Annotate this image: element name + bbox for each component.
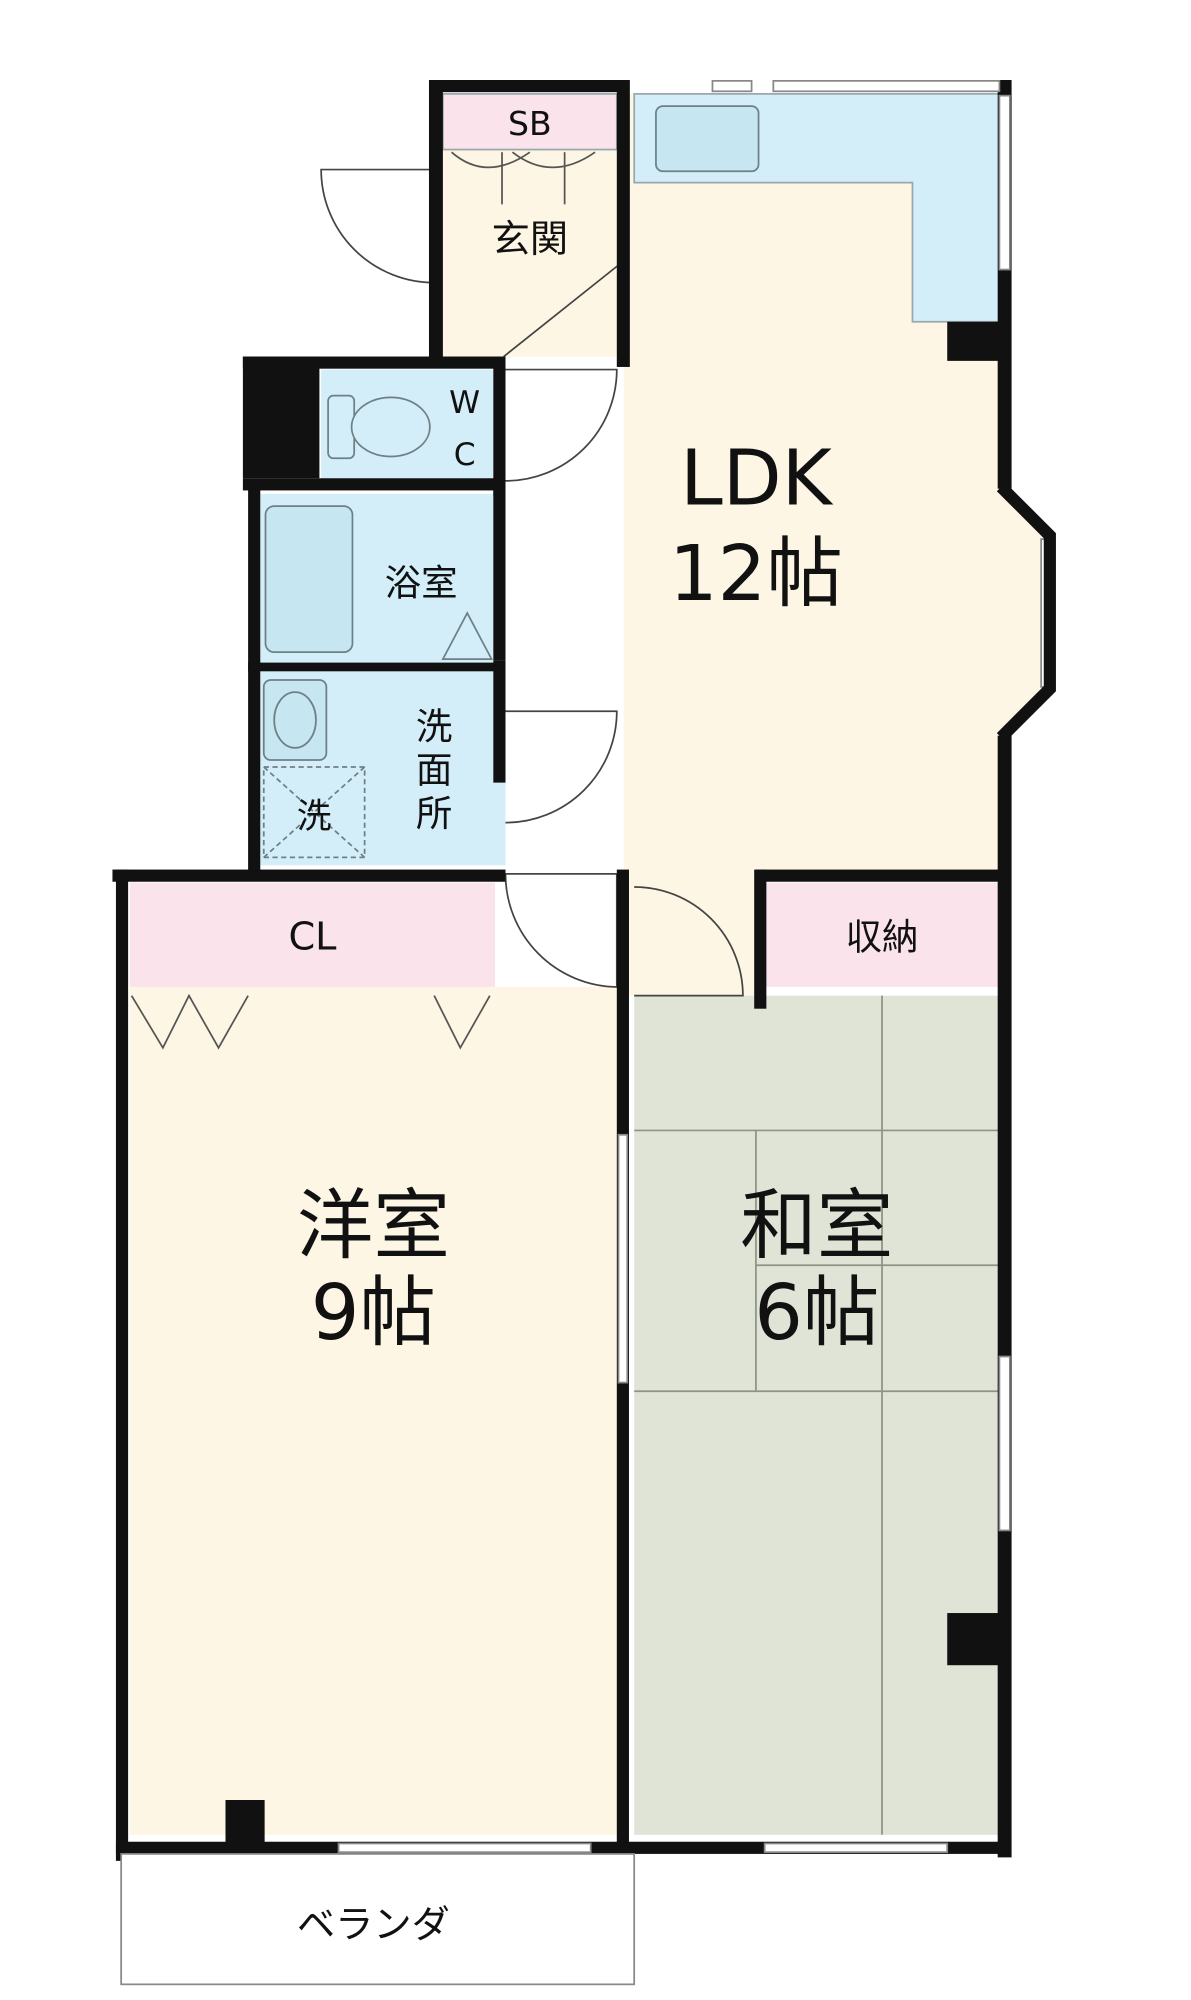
closet-label: CL [288,915,337,960]
washroom-label-3: 所 [416,792,453,835]
toilet-icon [327,394,431,460]
wc-door-icon [505,368,618,482]
western-room-floor [129,986,617,1835]
washer-label: 洗 [297,797,332,837]
storage-floor [764,882,1000,987]
japanese-room-floor [634,995,1000,1835]
shoe-box-label: SB [508,104,552,143]
bay-window-floor [999,486,1050,738]
bay-window-outline [996,482,1056,742]
closet-floor [129,882,496,987]
veranda-outline [120,1853,636,1986]
western-window-icon [337,1842,592,1854]
right-upper-window-icon [998,94,1011,271]
fixtures [130,105,760,1050]
japanese-bottom-window-icon [763,1842,949,1854]
tatami-lines [634,995,1000,1835]
western-room-label: 洋室 [297,1182,450,1271]
bathtub-icon [264,505,354,654]
closet-folding-doors-icon [130,993,249,1050]
wc-label-top: W [449,385,480,421]
japanese-room-size-label: 6帖 [754,1269,879,1358]
genkan-label: 玄関 [492,217,569,262]
ldk-label: LDK [680,434,834,523]
floors [129,93,1050,1835]
kitchen-sink-icon [655,105,760,173]
japanese-room-label: 和室 [740,1182,893,1271]
wc-label-bottom: C [454,437,476,473]
doors [215,168,744,1905]
labels: SB 玄関 W C 浴室 洗 面 所 洗 LDK 12帖 CL 収納 洋室 9帖… [288,104,918,1948]
shoe-box-doors-icon [451,151,596,205]
japanese-window-icon [998,1355,1011,1532]
washroom-door-icon [505,710,618,824]
ldk-floor [623,93,1000,996]
bath-door-icon [441,611,494,660]
washing-machine-spot-icon [262,766,366,859]
closet-folding-doors-right-icon [433,995,491,1050]
kitchen-window-icon [711,80,753,93]
washroom-label-2: 面 [416,749,453,792]
genkan-step-line [503,260,625,358]
veranda-label: ベランダ [297,1902,450,1947]
bath-label: 浴室 [385,562,458,605]
washbasin-icon [262,679,328,761]
washroom-label-1: 洗 [416,705,453,748]
ldk-size-label: 12帖 [669,530,843,619]
entrance-door-icon [320,168,435,284]
storage-label: 収納 [845,916,918,959]
western-room-door-icon [504,873,618,988]
western-room-size-label: 9帖 [311,1269,436,1358]
partition-sliding-icon [617,1133,629,1384]
japanese-room-door-icon [634,886,744,997]
top-window-icon [772,80,1001,93]
